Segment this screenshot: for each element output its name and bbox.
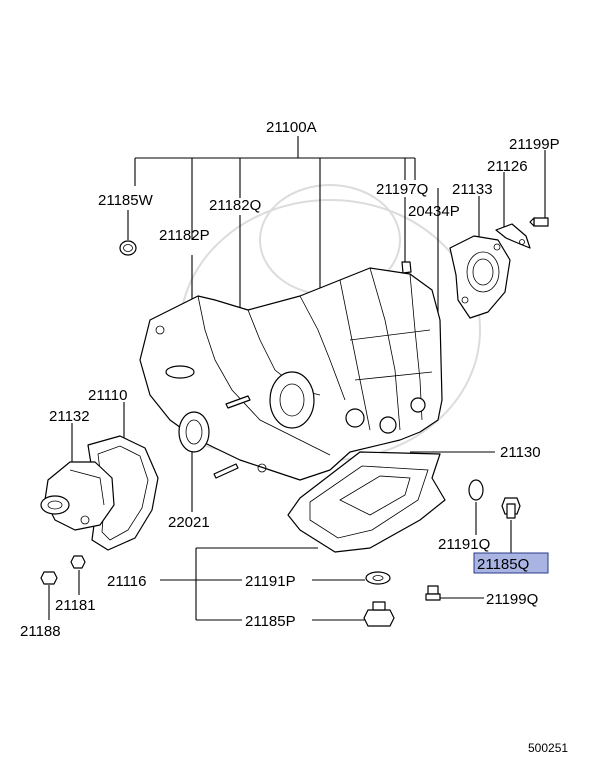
stud-21182Q — [225, 395, 251, 409]
label-21116[interactable]: 21116 — [107, 573, 147, 590]
label-21182P[interactable]: 21182P — [159, 227, 210, 244]
label-22021[interactable]: 22021 — [168, 514, 210, 531]
label-21110[interactable]: 21110 — [88, 387, 128, 404]
stud-21182P — [213, 463, 239, 479]
label-21133[interactable]: 21133 — [452, 181, 493, 198]
oil-seal-22021 — [178, 411, 210, 453]
label-21185W[interactable]: 21185W — [98, 192, 154, 209]
cover-21133 — [449, 235, 511, 319]
plug-21185P — [363, 601, 395, 627]
oil-pan-21130 — [287, 451, 446, 553]
highlight-21185Q — [473, 552, 549, 574]
label-21191P[interactable]: 21191P — [245, 573, 296, 590]
label-21191Q[interactable]: 21191Q — [438, 536, 490, 553]
pin-21197Q — [401, 261, 412, 274]
gasket-21191Q — [468, 479, 484, 501]
label-21197Q[interactable]: 21197Q — [376, 181, 428, 198]
label-21132[interactable]: 21132 — [49, 408, 90, 425]
transmission-case-21100A — [139, 267, 443, 481]
label-21185P[interactable]: 21185P — [245, 613, 296, 630]
label-21130[interactable]: 21130 — [500, 444, 541, 461]
label-21181[interactable]: 21181 — [55, 597, 96, 614]
drain-plug-21185Q — [501, 497, 521, 519]
o-ring-21185W — [119, 240, 137, 256]
part-labels: 21100A 21199P 21126 21185W 21197Q 21133 … — [20, 119, 568, 755]
extension-housing-21132 — [40, 461, 115, 531]
label-21126[interactable]: 21126 — [487, 158, 528, 175]
label-21199Q[interactable]: 21199Q — [486, 591, 538, 608]
label-21182Q[interactable]: 21182Q — [209, 197, 261, 214]
bolt-21199Q — [425, 585, 441, 601]
nut-21188 — [40, 571, 58, 585]
leader-lines — [48, 136, 546, 621]
bolt-21199P — [529, 217, 549, 227]
washer-21191P — [365, 571, 391, 585]
label-21199P[interactable]: 21199P — [509, 136, 560, 153]
label-21100A[interactable]: 21100A — [266, 119, 317, 136]
bracket-21126 — [495, 223, 531, 249]
diagram-number: 500251 — [528, 741, 568, 755]
label-21185Q[interactable]: 21185Q — [477, 556, 529, 573]
label-21188[interactable]: 21188 — [20, 623, 61, 640]
nut-21181 — [70, 555, 86, 569]
label-20434P[interactable]: 20434P — [408, 203, 460, 220]
